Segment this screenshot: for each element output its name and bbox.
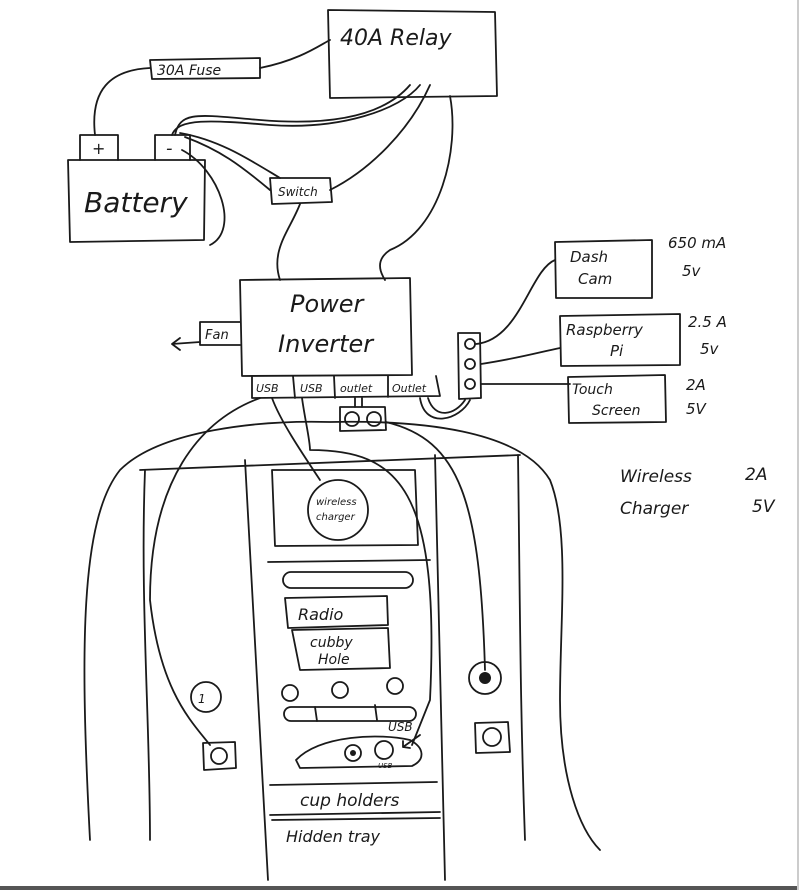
- center-console: wireless charger Radio cubby Hole USB US…: [83, 397, 601, 881]
- wireless-note-line1: Wireless: [620, 467, 692, 487]
- dash-cam-label-2: Cam: [578, 270, 612, 288]
- battery: + - Battery: [67, 134, 206, 243]
- pi-current: 2.5 A: [688, 313, 727, 331]
- gauge-icon: 1: [198, 692, 206, 706]
- wireless-note: Wireless 2A Charger 5V: [620, 465, 776, 519]
- dash-cam-voltage: 5v: [682, 262, 702, 280]
- port-outlet-1: outlet: [340, 382, 373, 395]
- airflow-arrow-icon: [171, 337, 201, 351]
- battery-label: Battery: [84, 186, 188, 219]
- relay-label: 40A Relay: [340, 26, 452, 51]
- wireless-charger-label-1: wireless: [316, 497, 357, 508]
- dash-cam-label-1: Dash: [570, 248, 608, 266]
- outlet-plug: [339, 397, 387, 432]
- pi-label-1: Raspberry: [566, 321, 644, 339]
- power-strip: [419, 259, 571, 420]
- fuse-box: 30A Fuse: [149, 57, 261, 80]
- fuse-label: 30A Fuse: [157, 63, 221, 79]
- scan-edge-right: [797, 0, 799, 890]
- pi-voltage: 5v: [700, 340, 720, 358]
- wireless-note-line2: Charger: [620, 499, 689, 519]
- switch-box: Switch: [269, 177, 333, 205]
- relay-box: 40A Relay: [327, 9, 498, 99]
- power-inverter: Power Inverter USB USB outlet Outlet: [239, 277, 441, 399]
- port-outlet-2: Outlet: [392, 382, 427, 395]
- touch-label-1: Touch: [572, 382, 613, 398]
- wires-top: [93, 39, 454, 281]
- cubby-label-2: Hole: [318, 652, 350, 668]
- inverter-label-line1: Power: [290, 290, 366, 318]
- fan: Fan: [171, 321, 241, 351]
- wireless-note-voltage: 5V: [752, 497, 776, 517]
- usb-label: USB: [388, 720, 413, 734]
- wireless-note-current: 2A: [745, 465, 767, 485]
- fan-label: Fan: [205, 328, 229, 343]
- touch-screen: Touch Screen 2A 5V: [567, 374, 708, 424]
- battery-minus-label: -: [166, 138, 173, 159]
- switch-label: Switch: [278, 185, 318, 199]
- cup-holders-label: cup holders: [300, 791, 399, 811]
- dash-cam-current: 650 mA: [668, 234, 726, 252]
- port-usb-1: USB: [256, 382, 279, 395]
- raspberry-pi: Raspberry Pi 2.5 A 5v: [559, 313, 727, 367]
- wireless-charger-label-2: charger: [316, 512, 356, 523]
- dash-cam: Dash Cam 650 mA 5v: [554, 234, 726, 299]
- inverter-label-line2: Inverter: [278, 330, 375, 358]
- radio-label: Radio: [298, 605, 344, 624]
- port-usb-2: USB: [300, 382, 323, 395]
- pi-label-2: Pi: [610, 342, 624, 360]
- scan-edge: [0, 886, 799, 890]
- touch-label-2: Screen: [592, 403, 640, 419]
- touch-voltage: 5V: [686, 400, 708, 418]
- touch-current: 2A: [686, 376, 706, 394]
- usb-small-label: USB: [378, 762, 393, 770]
- battery-plus-label: +: [92, 139, 105, 158]
- cubby-label-1: cubby: [310, 635, 353, 651]
- hidden-tray-label: Hidden tray: [286, 827, 381, 846]
